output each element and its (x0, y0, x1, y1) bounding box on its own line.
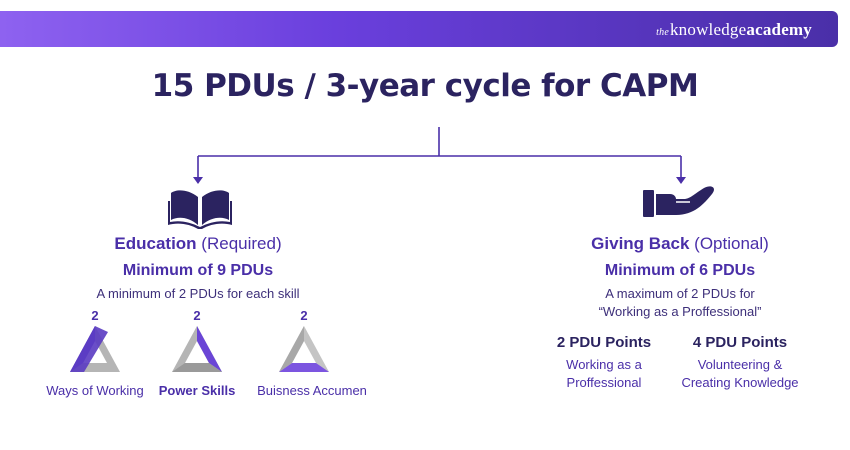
giving-back-note-line2: “Working as a Proffessional” (598, 304, 762, 319)
skill-label-3: Buisness Accumen (257, 383, 367, 398)
skill-label-1: Ways of Working (46, 383, 144, 398)
skill-count-2: 2 (193, 308, 201, 323)
education-minimum: Minimum of 9 PDUs (122, 262, 274, 279)
giving-hand-icon (643, 186, 715, 217)
header-banner: theknowledgeacademy (0, 11, 838, 47)
triangle-icon-3 (279, 326, 329, 372)
brand-logo: theknowledgeacademy (656, 20, 812, 39)
education-note: A minimum of 2 PDUs for each skill (96, 286, 300, 301)
page-title: 15 PDUs / 3-year cycle for CAPM (151, 68, 699, 104)
pdu-points-title-1: 2 PDU Points (556, 334, 652, 351)
giving-back-heading: Giving Back (Optional) (591, 234, 769, 253)
giving-back-minimum: Minimum of 6 PDUs (604, 262, 756, 279)
skill-count-1: 2 (91, 308, 99, 323)
triangle-icon-2 (172, 326, 222, 372)
pdu-points-desc-1b: Proffessional (566, 375, 642, 390)
pdu-points-desc-2b: Creating Knowledge (681, 375, 799, 390)
skill-label-2: Power Skills (158, 383, 236, 398)
triangle-icon-1 (70, 326, 120, 372)
giving-back-note-line1: A maximum of 2 PDUs for (605, 286, 755, 301)
open-book-icon (168, 190, 232, 229)
skill-count-3: 2 (300, 308, 308, 323)
education-heading: Education (Required) (114, 234, 282, 253)
pdu-points-desc-1a: Working as a (566, 357, 642, 372)
pdu-points-title-2: 4 PDU Points (692, 334, 788, 351)
pdu-points-desc-2a: Volunteering & (697, 357, 783, 372)
